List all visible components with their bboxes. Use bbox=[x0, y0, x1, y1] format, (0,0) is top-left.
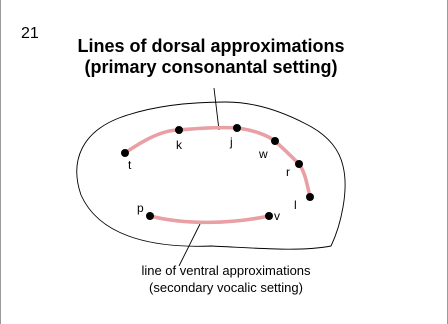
dorsal-pointer-line bbox=[213, 87, 220, 131]
slide-title: Lines of dorsal approximations (primary … bbox=[61, 36, 361, 78]
slide-number: 21 bbox=[21, 25, 39, 42]
point-l-dot bbox=[306, 193, 314, 201]
caption: line of ventral approximations (secondar… bbox=[61, 262, 391, 296]
point-w-label: w bbox=[258, 147, 268, 161]
oral-cavity-outline bbox=[76, 101, 346, 250]
point-v-label: v bbox=[274, 209, 280, 223]
point-t-dot bbox=[121, 149, 129, 157]
point-r-label: r bbox=[286, 165, 290, 179]
point-v-dot bbox=[265, 212, 273, 220]
point-k-dot bbox=[175, 126, 183, 134]
ventral-approximation-line bbox=[148, 214, 271, 225]
caption-line-2: (secondary vocalic setting) bbox=[149, 280, 303, 295]
point-j-label: j bbox=[229, 135, 233, 149]
point-j-dot bbox=[233, 124, 241, 132]
ventral-pointer-line bbox=[178, 221, 202, 267]
caption-line-1: line of ventral approximations bbox=[141, 263, 311, 278]
point-p-dot bbox=[146, 212, 154, 220]
title-line-1: Lines of dorsal approximations bbox=[77, 36, 345, 56]
dorsal-approximation-line bbox=[123, 125, 312, 199]
point-r-dot bbox=[295, 160, 303, 168]
point-k-label: k bbox=[176, 138, 183, 152]
point-w-dot bbox=[271, 137, 279, 145]
title-line-2: (primary consonantal setting) bbox=[84, 57, 338, 77]
point-l-label: l bbox=[294, 198, 297, 212]
point-p-label: p bbox=[137, 201, 144, 215]
point-t-label: t bbox=[128, 158, 132, 172]
